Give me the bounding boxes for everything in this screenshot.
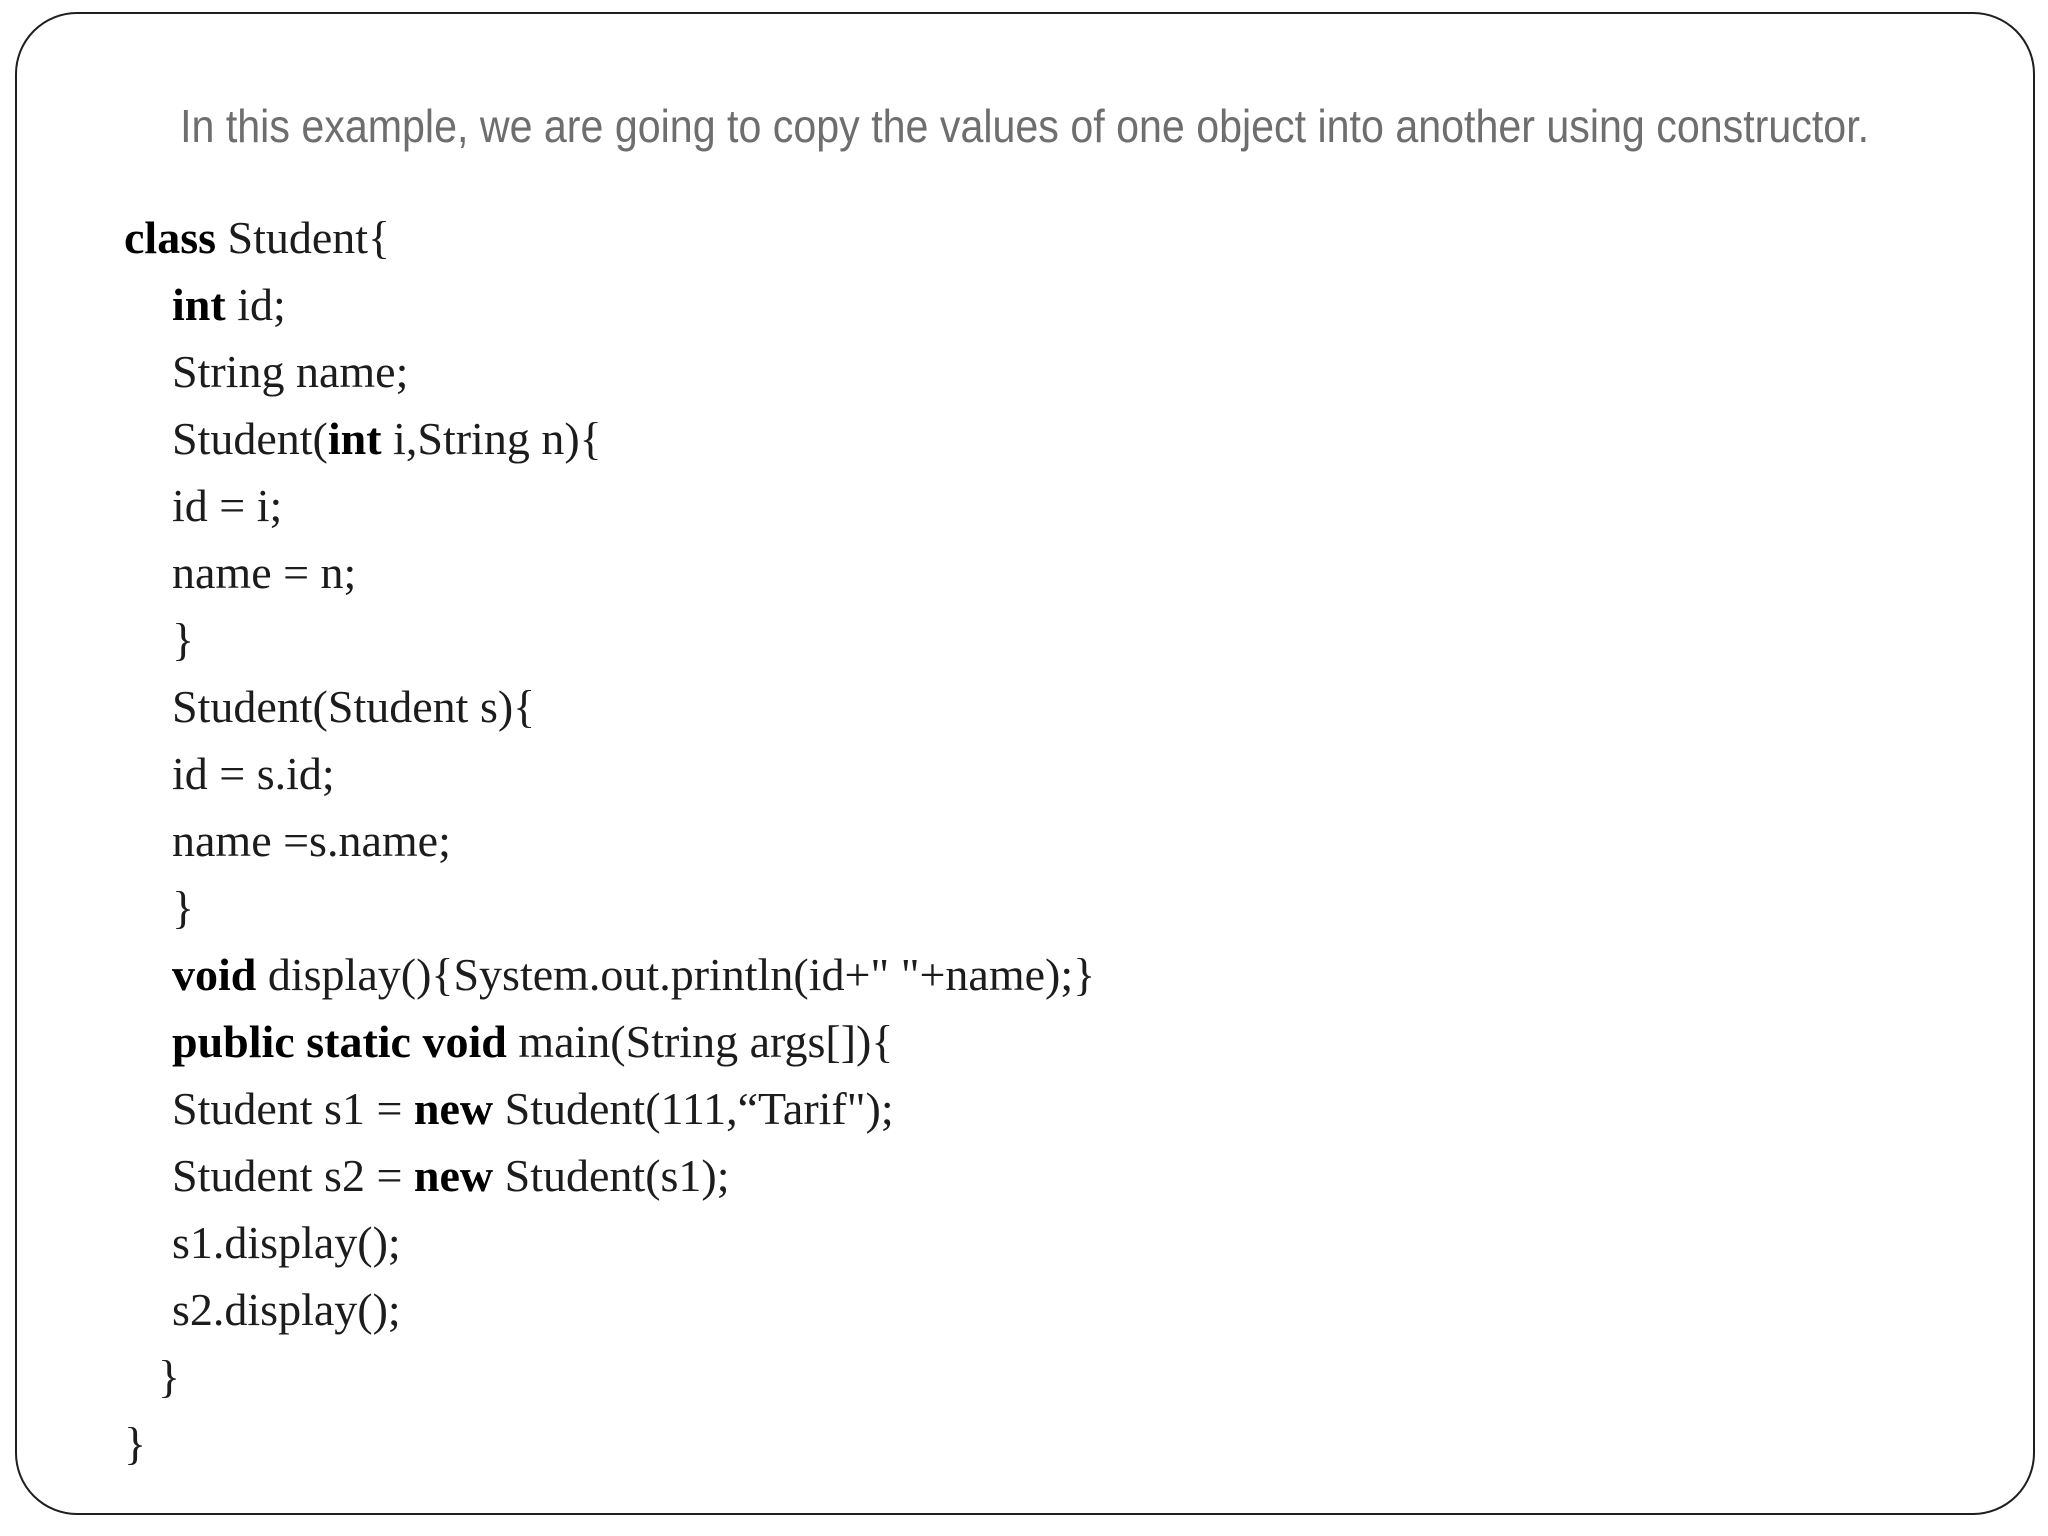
code-text: } bbox=[158, 1351, 181, 1402]
code-keyword: new bbox=[413, 1150, 494, 1201]
code-text: main(String args[]){ bbox=[506, 1016, 894, 1067]
code-line: } bbox=[124, 1410, 1993, 1477]
code-line: name =s.name; bbox=[124, 807, 1993, 874]
code-text: id = s.id; bbox=[172, 748, 335, 799]
code-line: public static void main(String args[]){ bbox=[124, 1008, 1993, 1075]
code-text: s2.display(); bbox=[172, 1284, 401, 1335]
code-text: id = i; bbox=[172, 480, 283, 531]
code-keyword: int bbox=[172, 279, 226, 330]
code-text: Student(111,“Tarif"); bbox=[493, 1083, 894, 1134]
code-line: int id; bbox=[124, 271, 1993, 338]
code-line: Student(int i,String n){ bbox=[124, 405, 1993, 472]
code-line: String name; bbox=[124, 338, 1993, 405]
code-keyword: int bbox=[327, 413, 382, 464]
code-line: class Student{ bbox=[124, 204, 1993, 271]
code-text: name = n; bbox=[172, 547, 357, 598]
code-text: } bbox=[172, 614, 195, 665]
code-line: } bbox=[124, 874, 1993, 941]
code-text: String name; bbox=[172, 346, 409, 397]
code-text: Student(s1); bbox=[493, 1150, 730, 1201]
code-keyword: public static void bbox=[172, 1016, 507, 1067]
intro-text: In this example, we are going to copy th… bbox=[17, 98, 2033, 154]
code-keyword: void bbox=[172, 949, 257, 1000]
slide-frame: In this example, we are going to copy th… bbox=[15, 12, 2035, 1515]
code-text: s1.display(); bbox=[172, 1217, 401, 1268]
code-text: id; bbox=[225, 279, 286, 330]
code-line: id = i; bbox=[124, 472, 1993, 539]
code-keyword: new bbox=[413, 1083, 494, 1134]
code-text: Student s2 = bbox=[172, 1150, 414, 1201]
code-line: id = s.id; bbox=[124, 740, 1993, 807]
code-text: } bbox=[124, 1418, 147, 1469]
code-line: s1.display(); bbox=[124, 1209, 1993, 1276]
code-text: Student s1 = bbox=[172, 1083, 414, 1134]
code-block: class Student{int id;String name;Student… bbox=[124, 204, 1993, 1477]
code-text: display(){System.out.println(id+" "+name… bbox=[256, 949, 1096, 1000]
intro-text-content: In this example, we are going to copy th… bbox=[180, 100, 1870, 152]
code-text: i,String n){ bbox=[381, 413, 602, 464]
code-line: void display(){System.out.println(id+" "… bbox=[124, 941, 1993, 1008]
code-line: s2.display(); bbox=[124, 1276, 1993, 1343]
code-line: } bbox=[124, 1343, 1993, 1410]
code-text: name =s.name; bbox=[172, 815, 451, 866]
code-line: Student s1 = new Student(111,“Tarif"); bbox=[124, 1075, 1993, 1142]
code-text: } bbox=[172, 882, 195, 933]
code-line: } bbox=[124, 606, 1993, 673]
code-keyword: class bbox=[124, 212, 216, 263]
code-text: Student( bbox=[172, 413, 328, 464]
code-line: Student(Student s){ bbox=[124, 673, 1993, 740]
code-line: name = n; bbox=[124, 539, 1993, 606]
code-line: Student s2 = new Student(s1); bbox=[124, 1142, 1993, 1209]
code-text: Student(Student s){ bbox=[172, 681, 536, 732]
code-text: Student{ bbox=[216, 212, 391, 263]
